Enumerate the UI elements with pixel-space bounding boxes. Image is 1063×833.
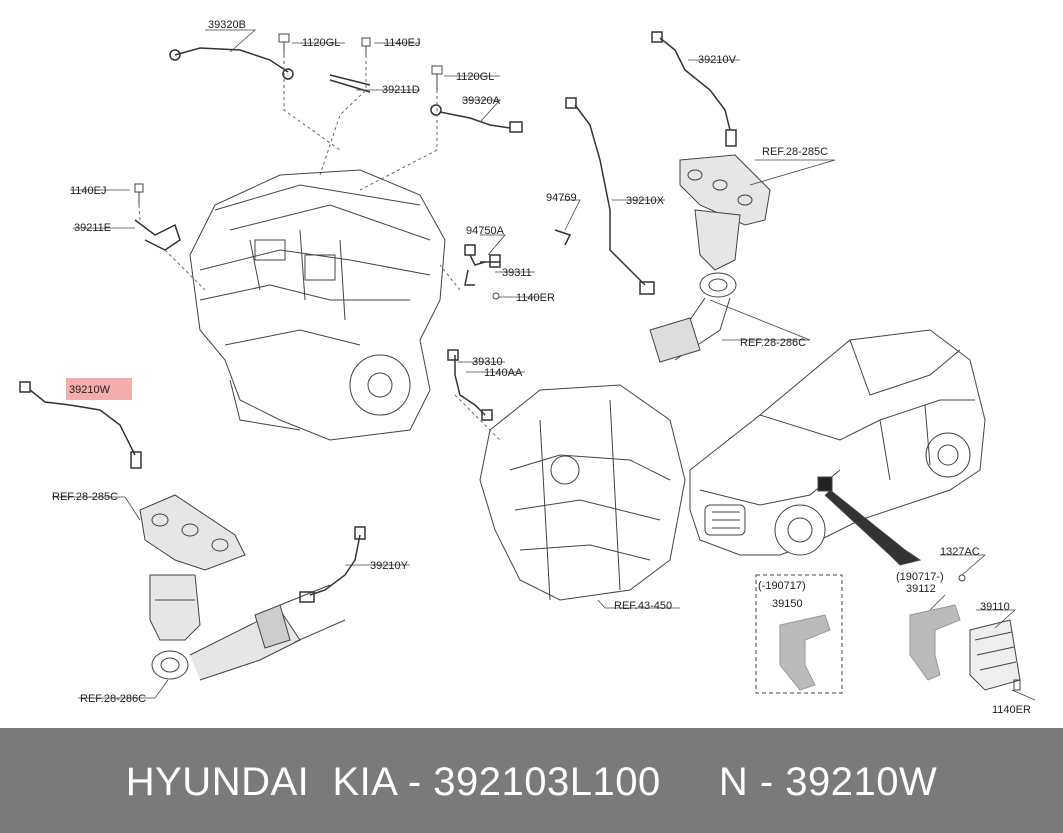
callout-39210Y: 39210Y xyxy=(370,560,409,572)
callout-1140ER-b: 1140ER xyxy=(992,704,1031,716)
transmission-drawing xyxy=(479,384,686,601)
callout-39150: 39150 xyxy=(772,598,803,610)
callout-39210X: 39210X xyxy=(626,195,665,207)
callout-39112: 39112 xyxy=(906,583,936,595)
callout-ref-28-285C-b: REF.28-285C xyxy=(52,491,118,503)
oxygen-sensors-and-harnesses xyxy=(19,31,737,603)
exhaust-manifold-right xyxy=(649,154,771,363)
callout-ref-28-285C-a: REF.28-285C xyxy=(762,146,828,158)
callout-39320B: 39320B xyxy=(208,19,246,31)
callout-39311: 39311 xyxy=(502,267,532,279)
callout-190717-a: (-190717) xyxy=(758,580,806,592)
callout-94750A: 94750A xyxy=(466,225,505,237)
callout-labels: 39320B 1120GL 1140EJ 1120GL 39211D 39320… xyxy=(52,19,1031,716)
engine-block-drawing xyxy=(189,169,446,441)
parts-diagram: 39320B 1120GL 1140EJ 1120GL 39211D 39320… xyxy=(19,19,1036,716)
callout-1120GL-b: 1120GL xyxy=(456,71,494,83)
callout-ref-28-286C-b: REF.28-286C xyxy=(80,693,146,705)
callout-39110: 39110 xyxy=(980,601,1010,613)
callout-ref-43-450: REF.43-450 xyxy=(614,600,672,612)
callout-1140EJ-b: 1140EJ xyxy=(70,185,107,197)
callout-39211E: 39211E xyxy=(74,222,111,234)
callout-ref-28-286C-a: REF.28-286C xyxy=(740,337,806,349)
callout-1120GL-a: 1120GL xyxy=(302,37,340,49)
guide-lines xyxy=(138,55,501,441)
footer-bar: HYUNDAI KIA - 392103L100 N - 39210W xyxy=(0,728,1063,833)
callout-1140AA: 1140AA xyxy=(484,367,523,379)
exhaust-manifold-left xyxy=(139,494,346,681)
callout-94769: 94769 xyxy=(546,192,577,204)
ecu-and-brackets xyxy=(755,574,1021,694)
callout-1327AC: 1327AC xyxy=(940,546,980,558)
callout-39210W: 39210W xyxy=(69,384,111,396)
callout-39310: 39310 xyxy=(472,356,503,368)
callout-39211D: 39211D xyxy=(382,84,420,96)
leader-lines xyxy=(52,29,1036,701)
part-number-text: HYUNDAI KIA - 392103L100 N - 39210W xyxy=(125,760,938,804)
highlight-box xyxy=(66,378,132,400)
vehicle-drawing xyxy=(689,329,986,566)
callout-1140ER-a: 1140ER xyxy=(516,292,555,304)
callout-39210V: 39210V xyxy=(698,54,737,66)
callout-1140EJ-a: 1140EJ xyxy=(384,37,421,49)
callout-39320A: 39320A xyxy=(462,95,501,107)
fasteners xyxy=(134,33,500,300)
callout-190717-b: (190717-) xyxy=(896,571,944,583)
